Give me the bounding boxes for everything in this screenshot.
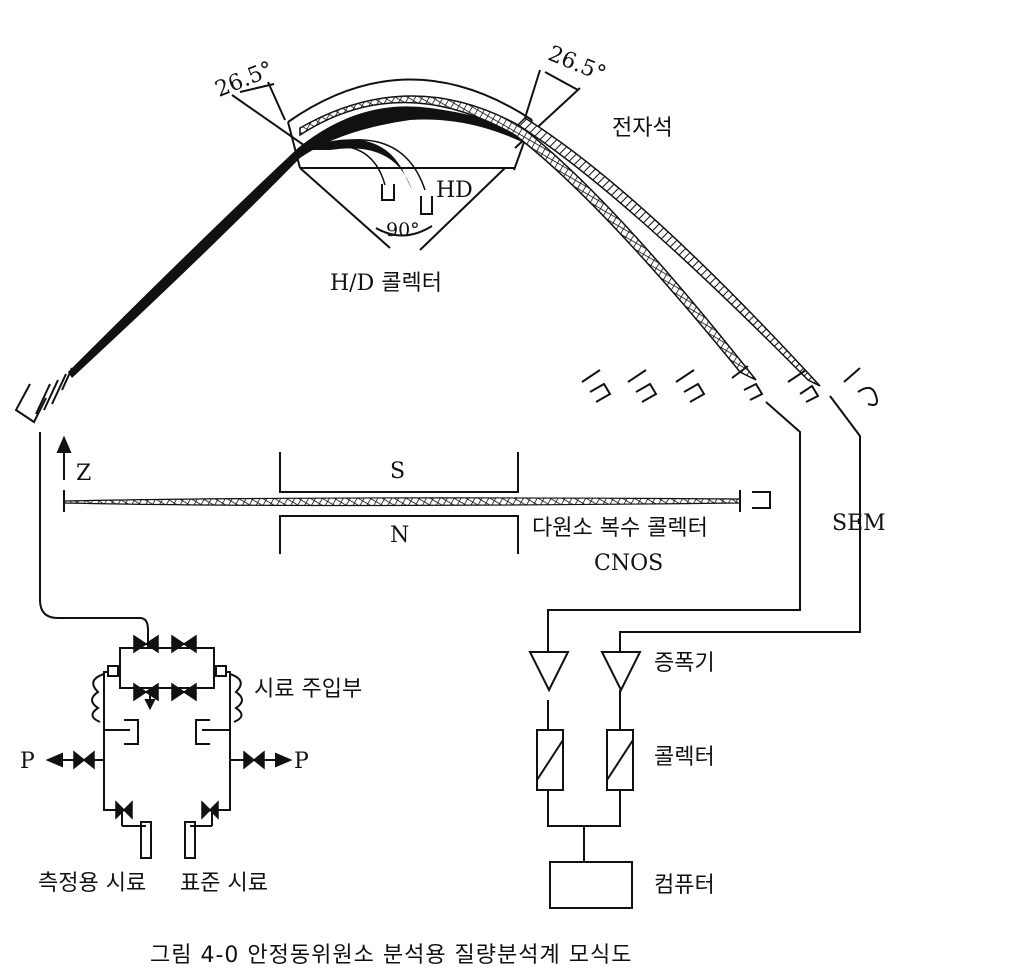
z-axis bbox=[56, 435, 72, 480]
pump-left-label: P bbox=[20, 749, 35, 774]
sample-standard-label: 표준 시료 bbox=[180, 871, 268, 896]
angle-90-label: 90° bbox=[386, 219, 420, 241]
hd-collector-wedge bbox=[299, 167, 506, 251]
valve-icons bbox=[73, 634, 265, 820]
collector-symbols bbox=[536, 729, 634, 791]
collector-label: 콜렉터 bbox=[654, 745, 715, 770]
hd-collector-label: H/D 콜렉터 bbox=[330, 271, 442, 296]
flat-beam bbox=[63, 490, 771, 512]
angle-marker-left bbox=[231, 81, 309, 149]
hd-beam-arcs bbox=[299, 139, 426, 191]
computer-label: 컴퓨터 bbox=[654, 873, 715, 898]
amplifier-label: 증폭기 bbox=[654, 651, 715, 676]
pole-s-label: S bbox=[390, 459, 405, 484]
angle-left-label: 26.5° bbox=[212, 57, 277, 103]
amplifier-symbols bbox=[528, 651, 642, 693]
cnos-label: CNOS bbox=[594, 551, 663, 576]
computer-box bbox=[549, 861, 633, 909]
sample-inlet-system bbox=[45, 647, 293, 859]
sample-inlet-label: 시료 주입부 bbox=[254, 677, 362, 702]
pump-right-label: P bbox=[294, 749, 309, 774]
multi-collector-label: 다원소 복수 콜렉터 bbox=[532, 516, 708, 541]
z-axis-label: Z bbox=[76, 461, 91, 486]
magnet-label: 전자석 bbox=[612, 116, 673, 141]
ion-beam-hatched bbox=[299, 95, 821, 387]
ion-source bbox=[14, 367, 73, 424]
hd-slits bbox=[381, 184, 433, 215]
ion-beam-main bbox=[68, 106, 528, 378]
detector-slits bbox=[581, 365, 878, 406]
hd-label: HD bbox=[436, 178, 473, 203]
angle-right-label: 26.5° bbox=[544, 42, 609, 88]
wiring bbox=[39, 395, 861, 862]
magnet-poles bbox=[279, 452, 519, 554]
pole-n-label: N bbox=[390, 523, 409, 548]
sem-label: SEM bbox=[832, 511, 886, 536]
figure-caption: 그림 4-0 안정동위원소 분석용 질량분석계 모식도 bbox=[150, 943, 632, 968]
sample-measure-label: 측정용 시료 bbox=[38, 871, 146, 896]
